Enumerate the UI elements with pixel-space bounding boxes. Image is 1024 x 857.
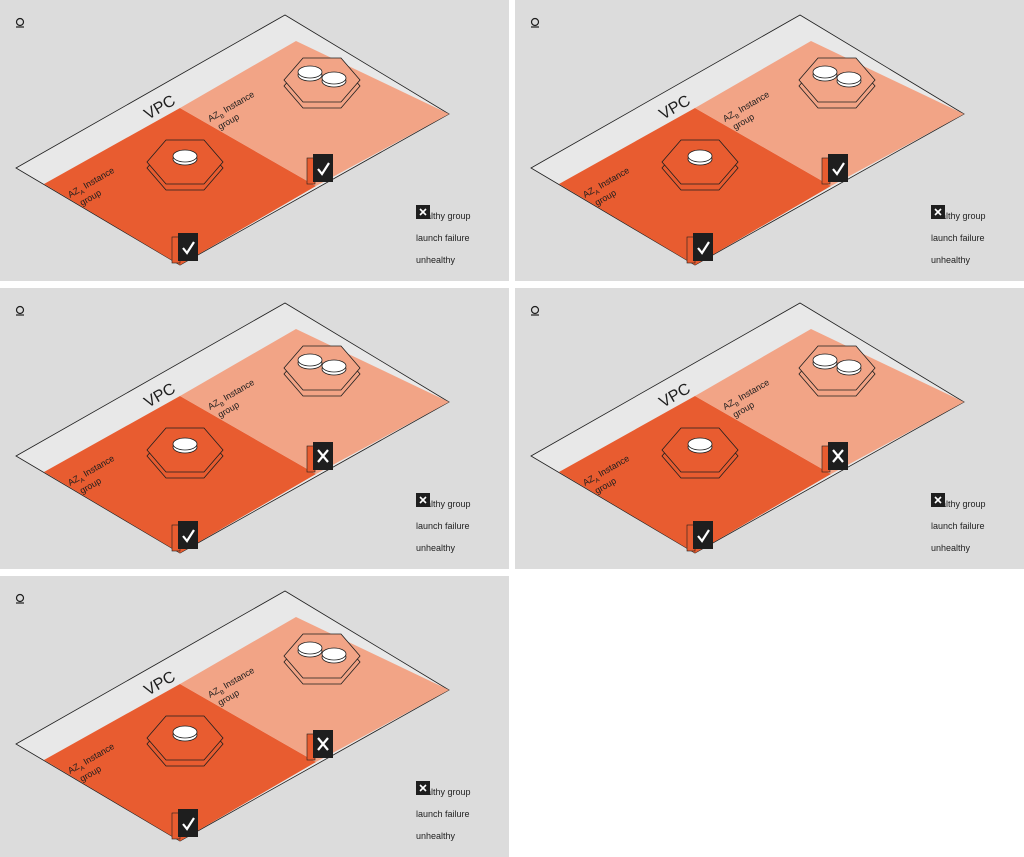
brand-logo-icon bbox=[15, 593, 25, 604]
legend-item: unhealthy bbox=[416, 205, 506, 271]
legend-label: healthy group bbox=[931, 211, 986, 221]
x-icon bbox=[416, 781, 430, 795]
az-a-instance-group bbox=[146, 427, 224, 479]
legend-item: launch failure bbox=[416, 494, 506, 537]
legend: healthy group launch failure unhealthy bbox=[416, 205, 506, 271]
legend-label: unhealthy bbox=[416, 831, 456, 841]
az-a-instance-group bbox=[146, 139, 224, 191]
az-a-status-badge bbox=[171, 521, 198, 552]
legend: healthy group launch failure unhealthy bbox=[416, 781, 506, 847]
legend-label: launch failure bbox=[416, 233, 470, 243]
legend-label: unhealthy bbox=[931, 255, 971, 265]
az-b-region bbox=[180, 617, 449, 762]
instance-disc bbox=[321, 71, 347, 88]
legend-label: healthy group bbox=[416, 787, 471, 797]
legend-label: unhealthy bbox=[416, 255, 456, 265]
legend-item: launch failure bbox=[931, 206, 1021, 249]
instance-disc bbox=[297, 353, 323, 370]
legend-item: launch failure bbox=[416, 782, 506, 825]
az-b-status-badge bbox=[821, 442, 848, 473]
instance-disc bbox=[297, 65, 323, 82]
instance-disc bbox=[321, 647, 347, 664]
legend-item: unhealthy bbox=[931, 205, 1021, 271]
x-icon bbox=[931, 493, 945, 507]
legend: healthy group launch failure unhealthy bbox=[931, 205, 1021, 271]
legend-label: launch failure bbox=[416, 521, 470, 531]
az-a-status-badge bbox=[171, 809, 198, 840]
az-b-region bbox=[695, 41, 964, 186]
legend-label: launch failure bbox=[416, 809, 470, 819]
brand-logo-icon bbox=[15, 17, 25, 28]
instance-disc bbox=[836, 359, 862, 376]
legend: healthy group launch failure unhealthy bbox=[931, 493, 1021, 559]
az-b-instance-group bbox=[798, 57, 876, 109]
legend-item: launch failure bbox=[931, 494, 1021, 537]
legend-label: launch failure bbox=[931, 521, 985, 531]
az-b-region bbox=[180, 41, 449, 186]
legend-label: unhealthy bbox=[931, 543, 971, 553]
az-b-status-badge bbox=[306, 154, 333, 185]
az-b-instance-group bbox=[798, 345, 876, 397]
az-b-instance-group bbox=[283, 633, 361, 685]
instance-disc bbox=[687, 437, 713, 454]
az-a-instance-group bbox=[146, 715, 224, 767]
az-b-region bbox=[695, 329, 964, 474]
legend-item: unhealthy bbox=[416, 493, 506, 559]
x-icon bbox=[416, 493, 430, 507]
instance-disc bbox=[297, 641, 323, 658]
az-b-instance-group bbox=[283, 345, 361, 397]
legend-label: healthy group bbox=[416, 211, 471, 221]
instance-disc bbox=[172, 149, 198, 166]
az-b-region bbox=[180, 329, 449, 474]
az-a-status-badge bbox=[686, 233, 713, 264]
legend-item: unhealthy bbox=[416, 781, 506, 847]
instance-disc bbox=[836, 71, 862, 88]
az-b-status-badge bbox=[306, 442, 333, 473]
az-b-status-badge bbox=[821, 154, 848, 185]
instance-disc bbox=[812, 353, 838, 370]
legend: healthy group launch failure unhealthy bbox=[416, 493, 506, 559]
instance-disc bbox=[321, 359, 347, 376]
x-icon bbox=[931, 205, 945, 219]
az-a-status-badge bbox=[686, 521, 713, 552]
x-icon bbox=[416, 205, 430, 219]
az-b-instance-group bbox=[283, 57, 361, 109]
az-b-status-badge bbox=[306, 730, 333, 761]
instance-disc bbox=[812, 65, 838, 82]
az-a-status-badge bbox=[171, 233, 198, 264]
legend-label: healthy group bbox=[931, 499, 986, 509]
az-a-instance-group bbox=[661, 427, 739, 479]
brand-logo-icon bbox=[530, 17, 540, 28]
legend-item: launch failure bbox=[416, 206, 506, 249]
instance-disc bbox=[172, 725, 198, 742]
legend-item: unhealthy bbox=[931, 493, 1021, 559]
legend-label: unhealthy bbox=[416, 543, 456, 553]
instance-disc bbox=[687, 149, 713, 166]
az-a-instance-group bbox=[661, 139, 739, 191]
legend-label: healthy group bbox=[416, 499, 471, 509]
brand-logo-icon bbox=[15, 305, 25, 316]
brand-logo-icon bbox=[530, 305, 540, 316]
legend-label: launch failure bbox=[931, 233, 985, 243]
instance-disc bbox=[172, 437, 198, 454]
